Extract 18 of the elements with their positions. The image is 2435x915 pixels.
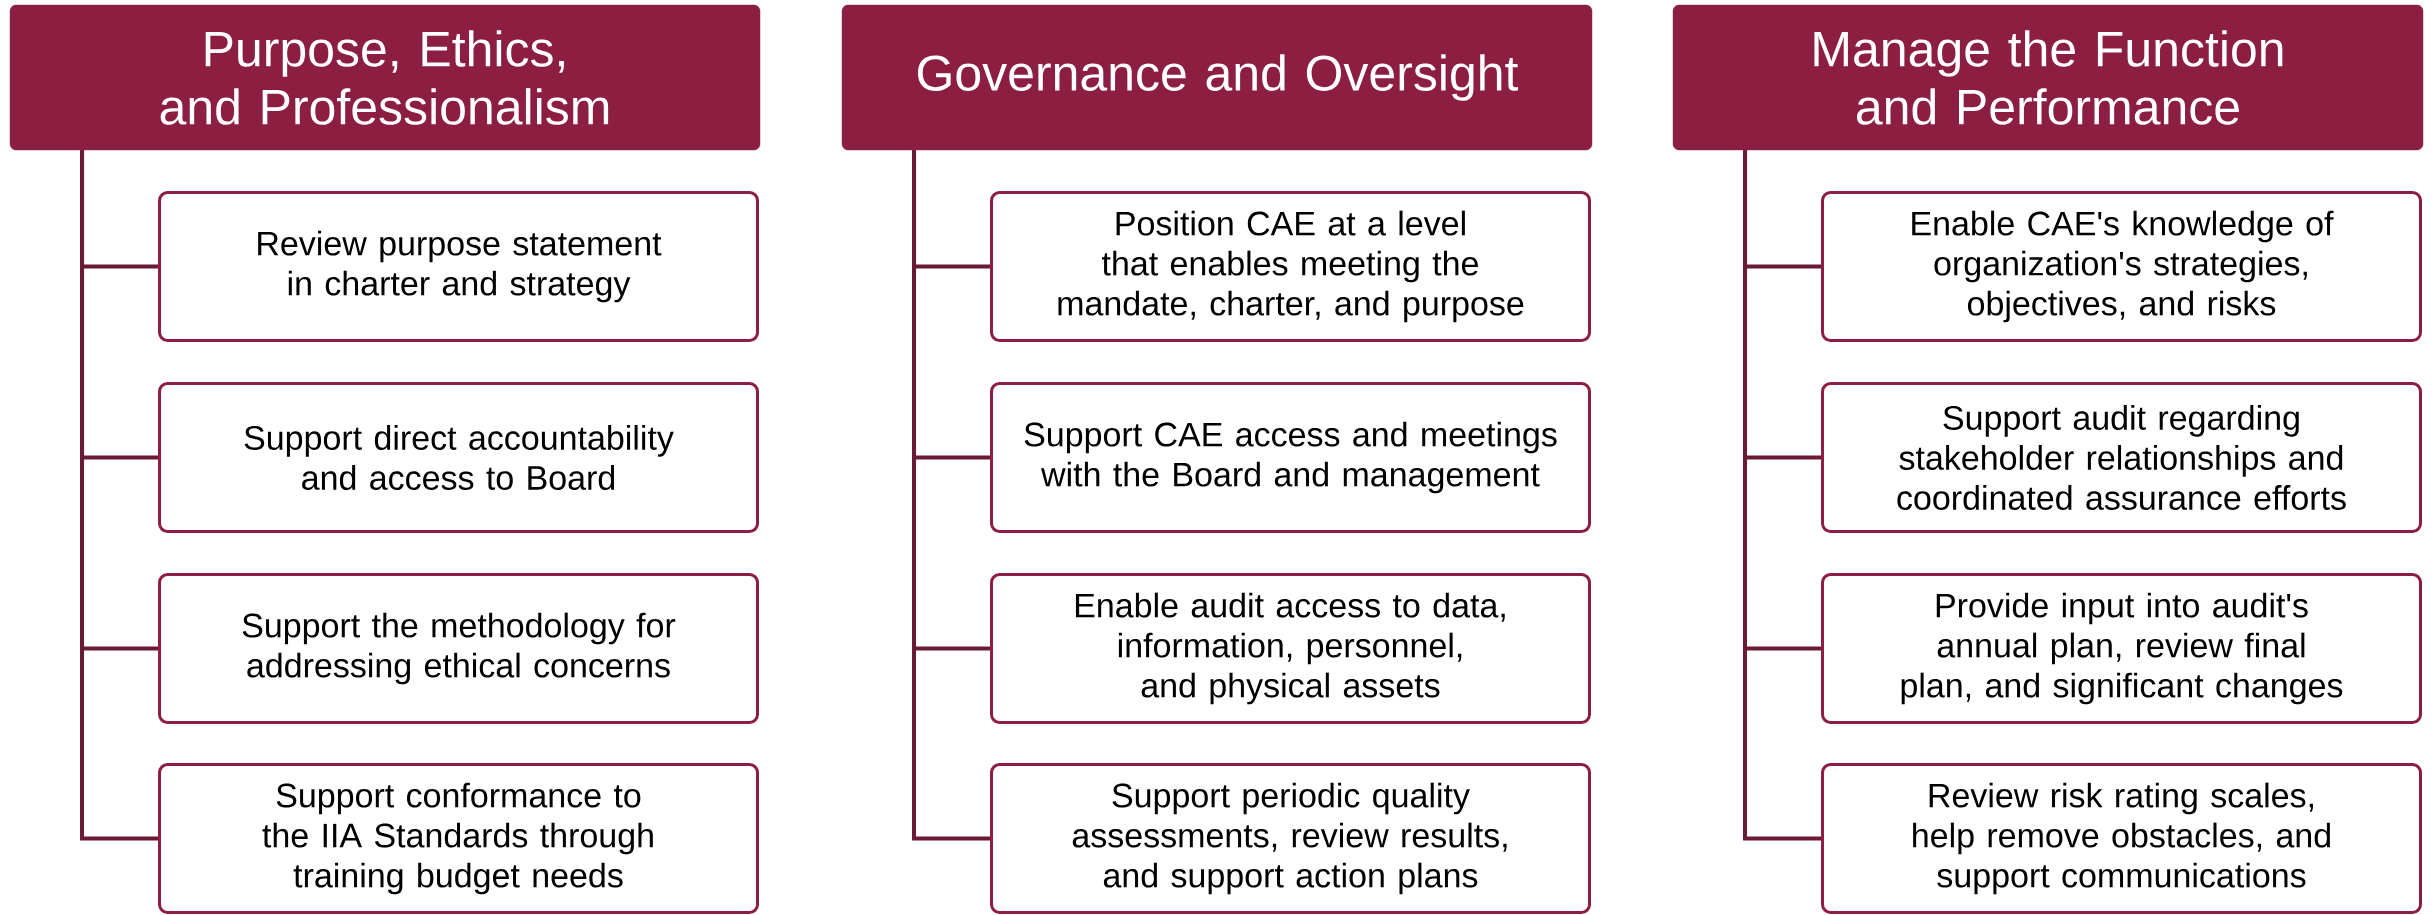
- task-box: Support CAE access and meetings with the Board and management: [990, 382, 1591, 533]
- task-box: Provide input into audit's annual plan, review final plan, and significant changes: [1821, 573, 2422, 724]
- connector-line: [1743, 150, 1821, 841]
- task-box: Enable audit access to data, information, personnel, and physical assets: [990, 573, 1591, 724]
- task-box: Support direct accountability and access to Board: [158, 382, 759, 533]
- task-box: Support audit regarding stakeholder relationships and coordinated assurance efforts: [1821, 382, 2422, 533]
- category-header: Governance and Oversight: [841, 4, 1593, 151]
- task-box: Position CAE at a level that enables meeting the mandate, charter, and purpose: [990, 191, 1591, 342]
- task-box: Support the methodology for addressing ethical concerns: [158, 573, 759, 724]
- category-header: Purpose, Ethics, and Professionalism: [9, 4, 761, 151]
- task-box: Support conformance to the IIA Standards through training budget needs: [158, 763, 759, 914]
- task-box: Support periodic quality assessments, review results, and support action plans: [990, 763, 1591, 914]
- task-box: Enable CAE's knowledge of organization's strategies, objectives, and risks: [1821, 191, 2422, 342]
- connector-line: [80, 150, 158, 841]
- task-box: Review purpose statement in charter and strategy: [158, 191, 759, 342]
- connector-line: [912, 150, 990, 841]
- category-header: Manage the Function and Performance: [1672, 4, 2424, 151]
- task-box: Review risk rating scales, help remove obstacles, and support communications: [1821, 763, 2422, 914]
